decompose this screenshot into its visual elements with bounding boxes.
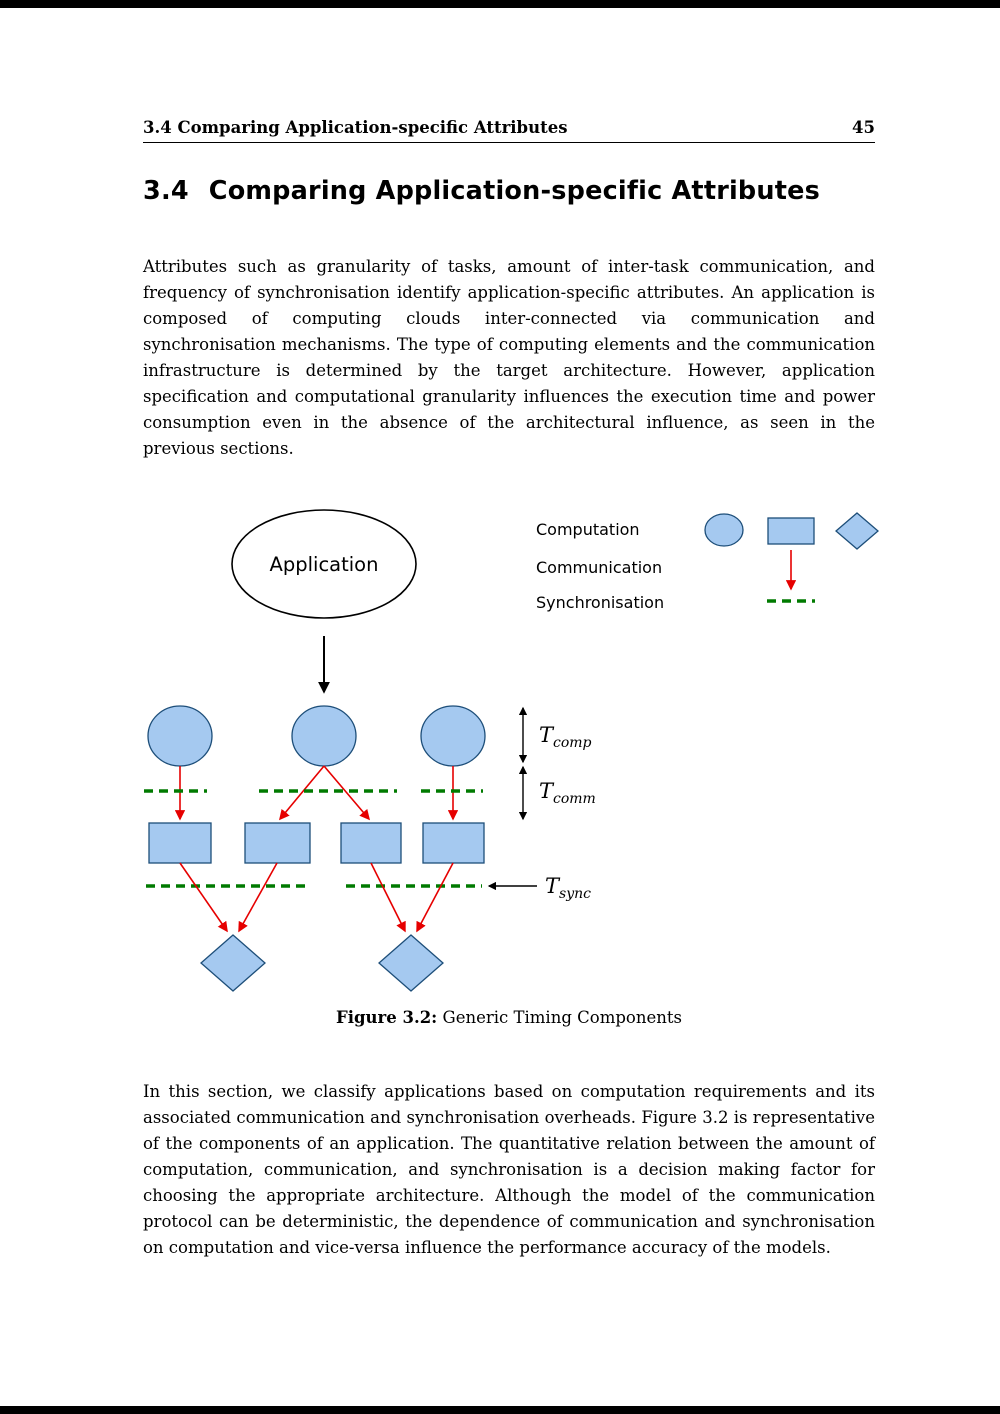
section-title-text: Comparing Application-specific Attribute… [208,176,820,206]
running-head: 3.4 Comparing Application-specific Attri… [143,8,875,143]
computation-circle-3 [420,705,486,767]
legend-synchronisation-label: Synchronisation [536,593,664,612]
page-content: 3.4 Comparing Application-specific Attri… [143,8,879,1261]
computation-diamond-1 [200,934,266,992]
legend-circle-icon [704,513,744,547]
tcomm-label: Tcomm [539,779,596,807]
timing-diagram: Application Computation Communication Sy… [144,509,879,992]
application-label: Application [270,553,379,576]
tsync-label-main: T [545,874,561,898]
application-ellipse [231,509,417,619]
computation-rect-2 [244,822,311,864]
figure-caption-text: Generic Timing Components [442,1008,682,1027]
tcomp-label-main: T [539,723,555,747]
computation-rect-1 [148,822,212,864]
running-head-title: 3.4 Comparing Application-specific Attri… [143,118,568,137]
figure-caption: Figure 3.2: Generic Timing Components [143,1008,875,1027]
computation-rect-4 [422,822,485,864]
tsync-label: Tsync [545,874,591,902]
tcomm-label-main: T [539,779,555,803]
legend-rectangle-icon [767,517,815,545]
communication-arrow-c2-r3 [323,765,371,821]
paragraph-2: In this section, we classify application… [143,1082,875,1257]
tcomm-label-sub: comm [553,791,596,807]
document-page: 3.4 Comparing Application-specific Attri… [0,8,1000,1406]
section-title: 3.4 Comparing Application-specific Attrib… [143,176,875,206]
computation-circle-1 [147,705,213,767]
communication-arrow-c2-r2 [279,765,325,821]
legend-computation-label: Computation [536,520,640,539]
computation-circle-2 [291,705,357,767]
section-number: 3.4 [143,176,189,206]
paragraph-1: Attributes such as granularity of tasks,… [143,257,875,458]
tcomp-label-sub: comp [553,735,592,751]
page-number: 45 [852,118,875,137]
communication-arrow-r4-d2 [416,862,454,933]
figure-3-2: Application Computation Communication Sy… [143,508,879,1027]
legend-communication-label: Communication [536,558,662,577]
communication-arrow-r1-d1 [179,862,228,933]
figure-caption-label: Figure 3.2: [336,1008,438,1027]
tsync-label-sub: sync [559,886,591,902]
communication-arrow-r2-d1 [238,862,278,933]
legend-diamond-icon [835,512,879,550]
communication-arrow-r3-d2 [370,862,406,933]
tcomp-label: Tcomp [539,723,592,751]
computation-rect-3 [340,822,402,864]
computation-diamond-2 [378,934,444,992]
